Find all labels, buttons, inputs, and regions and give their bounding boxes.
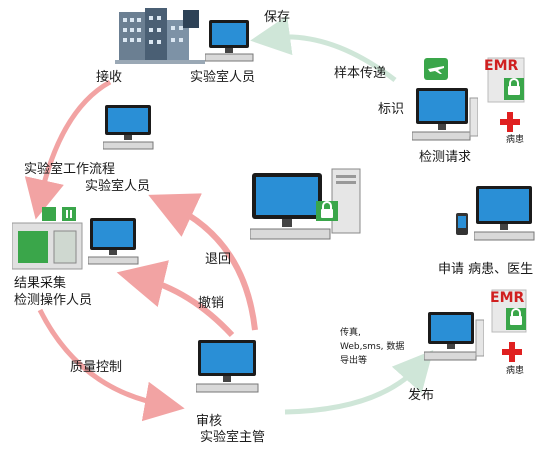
- publish-arrow: [284, 350, 434, 415]
- test-request-label: 检测请求: [419, 150, 472, 165]
- receive-label: 接收: [96, 70, 123, 85]
- red-cross-icon: [502, 342, 522, 362]
- apply-label: 申请 病患、医生: [438, 262, 534, 277]
- computer-icon: [473, 186, 536, 246]
- revoke-label: 撤销: [198, 296, 225, 311]
- sample-transfer-label: 样本传递: [334, 66, 387, 81]
- phone-icon: [455, 212, 469, 236]
- fax-line1: 传真,: [340, 328, 361, 338]
- publish-label: 发布: [408, 388, 435, 403]
- lab-staff-mid-label: 实验室人员: [85, 179, 151, 194]
- lab-analyzer-icon: [11, 205, 87, 270]
- result-collect-label: 结果采集: [14, 276, 67, 291]
- lab-workflow-label: 实验室工作流程: [24, 162, 116, 177]
- quality-control-label: 质量控制: [70, 360, 123, 375]
- audit-label: 审核: [196, 414, 223, 429]
- emr-folder-icon: [490, 288, 528, 334]
- fax-line3: 导出等: [340, 356, 368, 366]
- revoke-arrow: [116, 260, 235, 338]
- airplane-icon: [424, 58, 448, 80]
- quality-arrow: [37, 308, 185, 422]
- fax-line2: Web,sms, 数据: [340, 342, 405, 352]
- identify-label: 标识: [378, 102, 405, 117]
- computer-icon: [102, 105, 155, 151]
- lab-supervisor-label: 实验室主管: [200, 430, 266, 445]
- return-arrow: [148, 193, 258, 331]
- emr-folder-icon: [486, 56, 526, 104]
- computer-icon: [87, 218, 140, 266]
- save-arrow: [250, 15, 397, 82]
- building-icon: [115, 6, 205, 66]
- return-label: 退回: [205, 252, 232, 267]
- patient-bottom-label: 病患: [506, 366, 525, 376]
- patient-top-label: 病患: [506, 135, 525, 145]
- server-lock-icon: [249, 165, 365, 245]
- computer-icon: [411, 88, 479, 144]
- computer-icon: [423, 312, 485, 368]
- computer-icon: [195, 340, 260, 396]
- red-cross-icon: [500, 112, 520, 132]
- test-operator-label: 检测操作人员: [14, 293, 93, 308]
- save-label: 保存: [264, 10, 291, 25]
- emr-top-label: EMR: [484, 58, 519, 74]
- lab-staff-top-label: 实验室人员: [190, 70, 256, 85]
- receive-arrow: [24, 79, 112, 220]
- emr-bottom-label: EMR: [490, 290, 525, 306]
- computer-icon: [204, 20, 255, 62]
